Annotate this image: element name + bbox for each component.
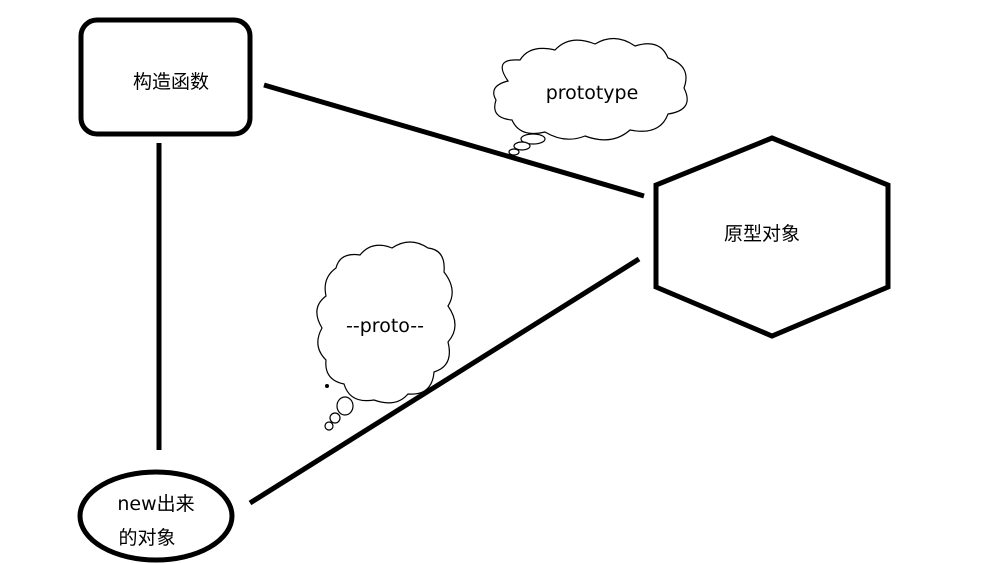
callout-prototype-tail-large bbox=[520, 133, 546, 145]
callout-proto-tail-small bbox=[324, 421, 334, 431]
node-prototype-object-label: 原型对象 bbox=[724, 223, 800, 245]
callout-proto-cloud bbox=[316, 241, 456, 404]
node-instance-ellipse bbox=[77, 469, 235, 563]
callout-prototype: prototype bbox=[493, 37, 688, 156]
node-constructor: 构造函数 bbox=[78, 17, 253, 137]
node-instance-label-line1: new出来 bbox=[117, 493, 194, 515]
callout-prototype-cloud bbox=[493, 37, 688, 141]
callout-proto-dot bbox=[325, 384, 329, 388]
node-instance: new出来 的对象 bbox=[77, 469, 235, 563]
callout-prototype-tail-medium bbox=[513, 141, 531, 151]
callout-proto: --proto-- bbox=[316, 241, 456, 431]
callout-proto-tail-medium bbox=[329, 412, 341, 424]
node-instance-label-line2: 的对象 bbox=[118, 527, 175, 549]
edge-constructor-to-prototype bbox=[263, 82, 645, 199]
node-prototype-object-hexagon bbox=[653, 135, 891, 339]
node-constructor-box bbox=[78, 17, 253, 137]
callout-proto-tail-large bbox=[336, 396, 354, 416]
node-prototype-object: 原型对象 bbox=[653, 135, 891, 339]
edge-instance-to-prototype bbox=[248, 256, 641, 506]
node-constructor-label: 构造函数 bbox=[133, 71, 209, 93]
callout-prototype-label: prototype bbox=[546, 82, 639, 104]
callout-prototype-tail-small bbox=[508, 148, 520, 156]
callout-proto-label: --proto-- bbox=[346, 315, 424, 337]
